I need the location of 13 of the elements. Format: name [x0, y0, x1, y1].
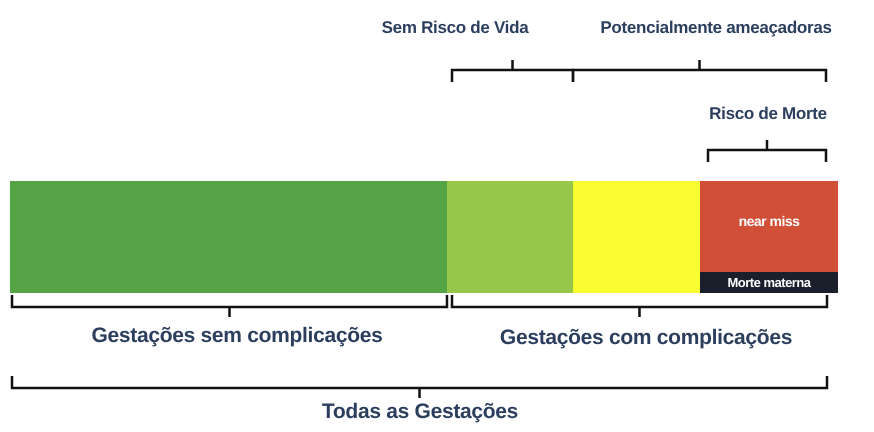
- bar-segment: [700, 181, 838, 293]
- bracket-label: Sem Risco de Vida: [382, 18, 528, 38]
- bracket-label: Todas as Gestações: [322, 400, 518, 424]
- bar-segment: [700, 272, 838, 293]
- bracket-label: Risco de Morte: [709, 104, 827, 124]
- bracket-label: Gestações com complicações: [500, 326, 792, 350]
- bar-segment: [10, 181, 447, 293]
- bar-segment: [573, 181, 700, 293]
- bracket-label: Gestações sem complicações: [91, 324, 383, 348]
- bar-segment: [447, 181, 573, 293]
- bracket-label: Potencialmente ameaçadoras: [600, 18, 832, 38]
- segment-label: Morte materna: [727, 275, 811, 290]
- segment-label: near miss: [738, 213, 800, 229]
